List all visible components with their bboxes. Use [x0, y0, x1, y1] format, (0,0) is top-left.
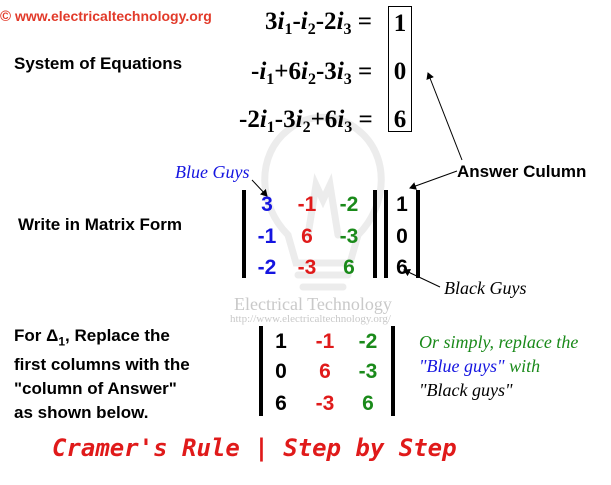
answer-value: 1 [393, 10, 407, 37]
blue-guys-arrow [251, 179, 268, 197]
matrix-cell: -3 [339, 225, 359, 248]
delta1-left-bracket [259, 326, 263, 416]
watermark-title: Electrical Technology [234, 294, 392, 314]
system-of-equations-label: System of Equations [14, 54, 183, 73]
delta1-cell: 6 [319, 360, 331, 383]
matrix-cell: 3 [261, 193, 273, 216]
copyright-symbol: © [0, 8, 12, 25]
matrix-cell: -2 [257, 256, 277, 279]
answer-value: 6 [393, 106, 407, 133]
source-credit: © www.electricaltechnology.org [0, 8, 212, 25]
vector-left-bracket [384, 190, 388, 278]
equation-3: -2i1-3i2+6i3 = [239, 106, 373, 136]
delta1-cell: -2 [358, 330, 378, 353]
matrix-left-bracket [242, 190, 246, 278]
delta1-cell: 6 [362, 392, 374, 415]
vector-cell: 0 [396, 225, 408, 248]
vector-cell: 6 [396, 256, 408, 279]
answer-column-label: Answer Culumn [457, 162, 587, 181]
black-guys-arrow [403, 268, 441, 288]
watermark-url: http://www.electricaltechnology.org/ [230, 313, 391, 325]
matrix-cell: 6 [343, 256, 355, 279]
delta1-cell: -1 [315, 330, 335, 353]
delta1-cell: 0 [275, 360, 287, 383]
delta1-right-bracket [391, 326, 395, 416]
matrix-cell: -2 [339, 193, 359, 216]
matrix-form-label: Write in Matrix Form [18, 215, 183, 234]
answer-arrow-down [409, 170, 458, 190]
vector-right-bracket [416, 190, 420, 278]
vector-cell: 1 [396, 193, 408, 216]
matrix-cell: -1 [257, 225, 277, 248]
black-guys-label: Black Guys [444, 278, 527, 298]
matrix-cell: -3 [297, 256, 317, 279]
delta1-cell: -3 [315, 392, 335, 415]
footer-title: Cramer's Rule | Step by Step [52, 434, 457, 462]
answer-value: 0 [393, 58, 407, 85]
matrix-cell: -1 [297, 193, 317, 216]
source-site: www.electricaltechnology.org [14, 8, 212, 24]
delta1-cell: 1 [275, 330, 287, 353]
matrix-cell: 6 [301, 225, 313, 248]
instruction-text: For Δ1, Replace the first columns with t… [14, 326, 190, 423]
answer-box [388, 6, 412, 132]
delta1-cell: 6 [275, 392, 287, 415]
note-text: Or simply, replace the "Blue guys" with … [419, 332, 579, 400]
answer-arrow-up [426, 72, 463, 161]
matrix-right-bracket [373, 190, 377, 278]
blue-guys-label: Blue Guys [175, 162, 250, 182]
equation-1: 3i1-i2-2i3 = [265, 8, 373, 38]
delta1-cell: -3 [358, 360, 378, 383]
equation-2: -i1+6i2-3i3 = [251, 58, 373, 88]
